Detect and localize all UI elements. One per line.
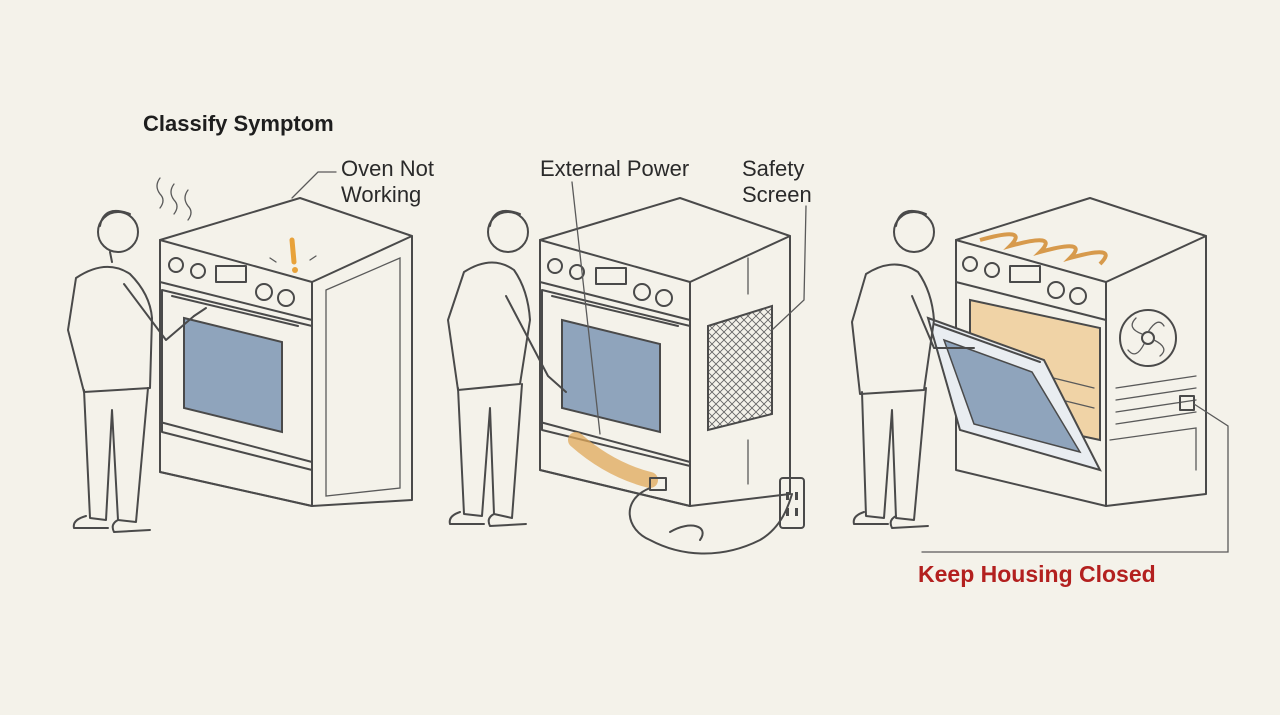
callout-safety-screen <box>771 205 807 331</box>
label-external-power: External Power <box>540 156 690 181</box>
safety-screen-mesh <box>707 304 773 432</box>
panel-keep-housing-closed <box>851 197 1229 553</box>
cooling-fan-icon <box>1119 309 1177 367</box>
oven-1-window <box>183 316 283 434</box>
callout-oven-not-working <box>291 171 337 199</box>
label-keep-housing-closed: Keep Housing Closed <box>918 561 1156 587</box>
heating-element-icon <box>979 232 1108 266</box>
person-2 <box>447 210 567 527</box>
alert-exclamation-icon <box>269 237 317 273</box>
person-3 <box>851 210 975 529</box>
label-classify-symptom: Classify Symptom <box>143 111 334 136</box>
wall-outlet-icon <box>779 477 805 529</box>
power-flow-arrow <box>568 432 658 488</box>
oven-2-window <box>561 318 661 434</box>
oven-1 <box>156 177 413 507</box>
person-1 <box>67 210 207 533</box>
label-safety-screen: Safety Screen <box>742 156 812 207</box>
power-cord <box>628 477 793 555</box>
label-oven-not-working: Oven Not Working <box>341 156 434 207</box>
callout-external-power <box>571 181 601 435</box>
panel-classify-symptom <box>67 171 413 533</box>
oven-2 <box>539 197 791 507</box>
panel-external-power <box>447 181 807 555</box>
callout-keep-housing-closed <box>921 403 1229 553</box>
